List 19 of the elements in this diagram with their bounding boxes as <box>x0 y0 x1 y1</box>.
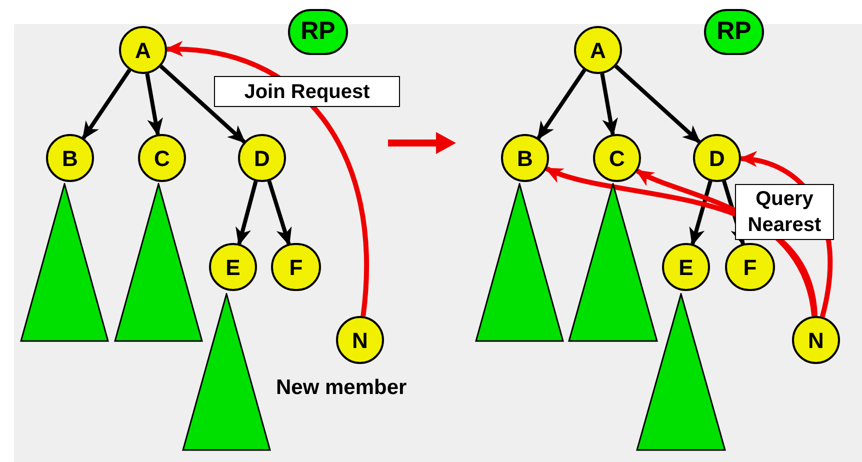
arrow <box>536 68 586 140</box>
arrow <box>165 42 369 316</box>
arrow <box>689 180 712 246</box>
arrow <box>145 73 163 136</box>
node-caption: New member <box>276 375 407 401</box>
subtree-triangle <box>568 183 658 342</box>
arrow <box>159 64 246 144</box>
edge-label: Query Nearest <box>735 184 834 240</box>
subtree-triangle <box>182 293 271 451</box>
subtree-triangle <box>114 183 203 342</box>
arrow <box>614 64 701 144</box>
edge-label: Join Request <box>214 76 400 107</box>
arrow <box>600 73 618 136</box>
subtree-triangle <box>20 183 109 342</box>
arrow <box>236 180 258 246</box>
subtree-triangle <box>636 293 726 451</box>
arrow <box>82 68 132 140</box>
subtree-triangle <box>475 183 564 342</box>
arrow <box>267 180 292 246</box>
